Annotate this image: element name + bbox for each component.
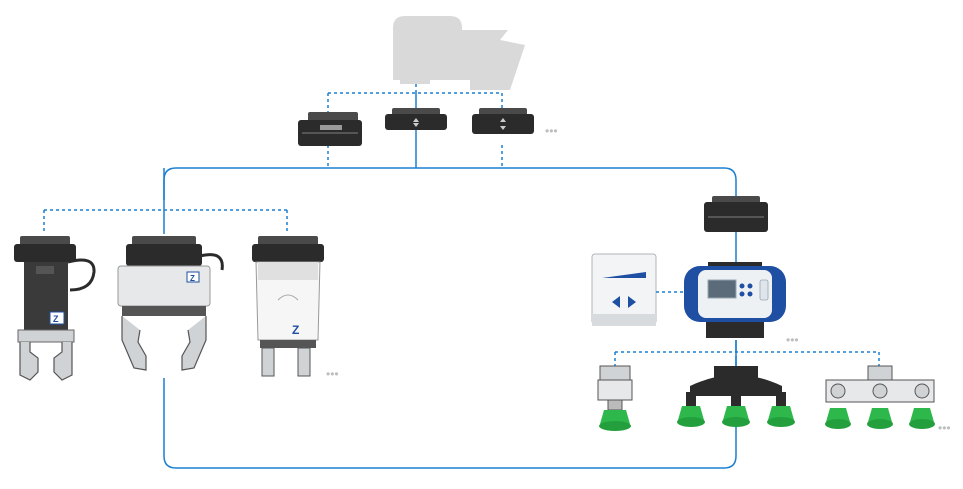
- ellipsis-icon: •••: [938, 421, 951, 435]
- quick-changer-1: [298, 112, 362, 146]
- robot-arm-icon: [393, 16, 525, 90]
- logo-text: Z: [190, 274, 195, 283]
- vacuum-controller-icon: [684, 262, 786, 338]
- ellipsis-icon: •••: [786, 333, 799, 347]
- logo-text: Z: [53, 314, 59, 324]
- ellipsis-icon: •••: [545, 124, 558, 138]
- pneumatic-gripper-icon: Z: [14, 236, 96, 381]
- main-loop-corner: [163, 167, 177, 200]
- triple-suction-gripper-icon: [825, 365, 935, 429]
- hmi-panel-icon: [591, 253, 657, 326]
- gripper-bus: [43, 209, 288, 234]
- quick-changer-2: [385, 108, 447, 130]
- ellipsis-icon: •••: [326, 367, 339, 381]
- servo-gripper-icon: Z: [117, 236, 224, 371]
- compact-gripper-icon: Z: [252, 236, 324, 377]
- multi-suction-gripper-icon: [677, 366, 795, 427]
- suction-cup-icon: [597, 365, 633, 431]
- robot-connector-lines: [327, 84, 503, 168]
- quick-changer-3: [472, 108, 534, 134]
- quick-changer-right: [704, 196, 768, 232]
- logo-text: Z: [292, 323, 299, 337]
- suction-bus: [614, 351, 880, 366]
